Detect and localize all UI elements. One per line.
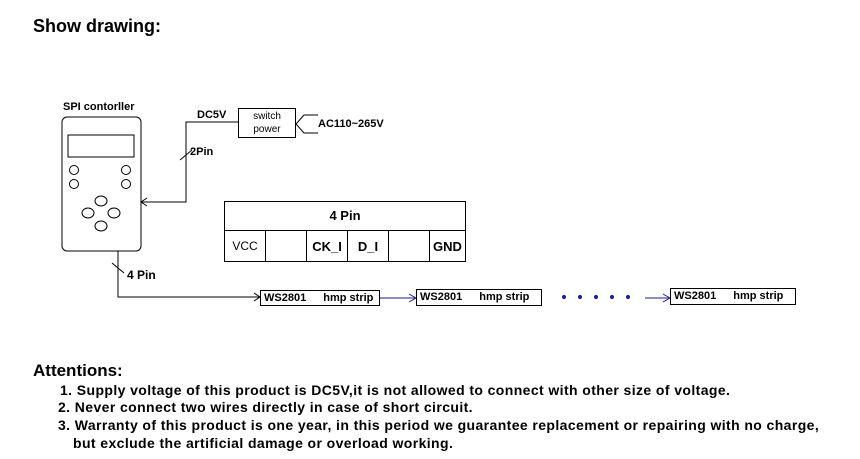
connector-cell-ck: CK_I [307,231,348,262]
2pin-label: 2Pin [190,146,214,158]
4pin-wire [117,251,260,298]
connector-cell-d: D_I [348,231,389,262]
strip-model: WS2801 [264,292,307,304]
controller-button [94,220,108,232]
ws2801-strip-3: WS2801 hmp strip [670,288,796,305]
controller-button [69,165,79,175]
ws2801-strip-2: WS2801 hmp strip [416,289,542,306]
strip-model: WS2801 [420,291,463,303]
connector-cell-empty [389,231,430,262]
strip-name: hmp strip [323,292,374,304]
dc5v-wire [141,121,238,203]
ac-input-wire [295,114,318,134]
controller-display [67,134,135,158]
controller-button [81,207,95,219]
switch-power-line1: switch [253,111,281,122]
4pin-wire-label: 4 Pin [127,268,156,282]
connector-header: 4 Pin [225,202,465,231]
attentions-heading: Attentions: [33,361,123,380]
controller-button [69,179,79,189]
connector-table: 4 Pin VCC CK_I D_I GND [224,201,466,262]
controller-button [107,207,121,219]
attention-item-1: 1. Supply voltage of this product is DC5… [60,382,731,398]
strip-model: WS2801 [674,290,717,302]
continuation-dots [562,295,630,299]
controller-button [94,195,108,207]
connector-cell-empty [266,231,307,262]
page-title: Show drawing: [33,16,161,36]
ac-input-label: AC110~265V [318,118,384,130]
switch-power-line2: power [253,124,281,135]
controller-button [121,179,131,189]
dc5v-label: DC5V [197,109,227,121]
2pin-tick [179,149,193,161]
dc5v-arrowhead [140,197,148,207]
connector-cell-gnd: GND [433,239,462,254]
controller-button [121,165,131,175]
attention-item-2: 2. Never connect two wires directly in c… [58,399,473,415]
switch-power-box: switch power [238,108,296,138]
attention-item-3-continued: but exclude the artificial damage or ove… [73,435,454,451]
strip-name: hmp strip [479,291,530,303]
ws2801-strip-1: WS2801 hmp strip [260,290,380,306]
strip-name: hmp strip [733,290,784,302]
attention-item-3: 3. Warranty of this product is one year,… [58,417,820,433]
controller-label: SPI contorller [63,101,135,113]
4pin-tick [111,262,125,274]
connector-cell-vcc: VCC [225,231,266,262]
